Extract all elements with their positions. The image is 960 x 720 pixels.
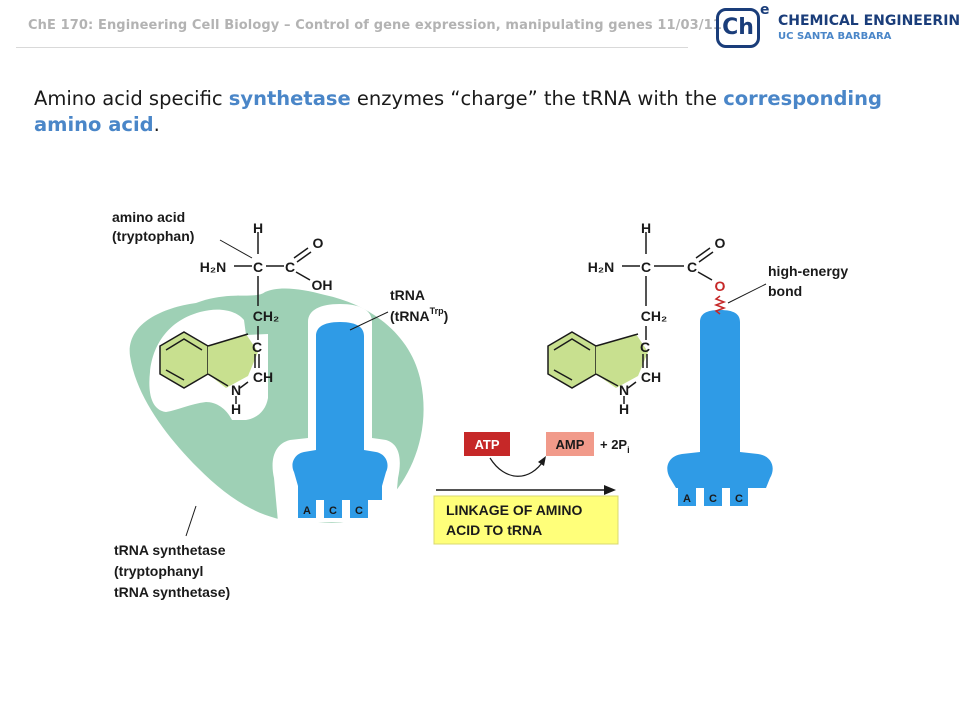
- anticodon-a-right: A: [683, 493, 691, 505]
- chem-ch-ring-right: CH: [641, 369, 661, 385]
- tryptophan-left: H H₂N C C O OH CH₂ C CH N H: [159, 220, 333, 417]
- chem-c-alpha-right: C: [641, 259, 651, 275]
- label-synthetase-2: (tryptophanyl: [114, 563, 203, 579]
- chem-o-double-right: O: [715, 235, 726, 251]
- label-trna-trp: (tRNATrp): [390, 306, 448, 324]
- label-amino-acid: amino acid: [112, 209, 185, 225]
- label-trna: tRNA: [390, 287, 425, 303]
- chem-n-ring-right: N: [619, 382, 629, 398]
- chem-h-top-right: H: [641, 220, 651, 236]
- logo-university: UC SANTA BARBARA: [778, 31, 892, 42]
- slide-header-title: ChE 170: Engineering Cell Biology – Cont…: [28, 18, 722, 33]
- diagram-labels: amino acid (tryptophan) tRNA (tRNATrp) t…: [112, 209, 848, 600]
- indole-pyrrole-ring-right: [596, 334, 648, 388]
- atp-amp-reaction: ATP AMP + 2Pi LINKAGE OF AMINO ACID TO t…: [433, 432, 630, 545]
- anticodon-c2-right: C: [735, 493, 743, 505]
- high-energy-bond-zigzag: [713, 295, 727, 315]
- chem-c-carboxyl-right: C: [687, 259, 697, 275]
- chem-c-ring-right: C: [640, 339, 650, 355]
- linkage-label-2: ACID TO tRNA: [446, 522, 542, 538]
- amp-box: [546, 432, 594, 456]
- atp-amp-arrowhead: [538, 456, 546, 466]
- trna-left: A C C: [292, 322, 388, 518]
- label-synthetase-1: tRNA synthetase: [114, 542, 226, 558]
- chem-c-ring-left: C: [252, 339, 262, 355]
- chem-h-nh-left: H: [231, 401, 241, 417]
- linkage-arrowhead: [604, 485, 616, 495]
- logo-department: CHEMICAL ENGINEERING: [778, 13, 960, 29]
- che-logo: Ch e CHEMICAL ENGINEERING UC SANTA BARBA…: [716, 2, 960, 52]
- atp-label: ATP: [474, 437, 499, 452]
- atp-box: [464, 432, 510, 456]
- amp-label: AMP: [556, 437, 585, 452]
- header-divider: [16, 47, 688, 48]
- chem-h-top-left: H: [253, 220, 263, 236]
- intro-highlight-synthetase: synthetase: [228, 87, 351, 110]
- intro-part2: enzymes “charge” the tRNA with the: [350, 87, 724, 110]
- label-high-energy: high-energy: [768, 263, 848, 279]
- trna-right: A C C: [667, 310, 773, 506]
- anticodon-c1-left: C: [329, 505, 337, 517]
- atp-to-amp-arrow: [489, 457, 545, 477]
- linkage-label-1: LINKAGE OF AMINO: [446, 502, 582, 518]
- intro-part3: .: [153, 113, 160, 136]
- chem-ch2-right: CH₂: [641, 308, 667, 324]
- tryptophan-right: H H₂N C C O O CH₂ C CH N H: [547, 220, 727, 417]
- linkage-box: [433, 495, 619, 545]
- phosphate-label: + 2Pi: [600, 437, 630, 455]
- chem-n-ring-left: N: [231, 382, 241, 398]
- chem-c-alpha-left: C: [253, 259, 263, 275]
- label-bond: bond: [768, 283, 802, 299]
- logo-superscript: e: [760, 2, 770, 18]
- anticodon-a-left: A: [303, 505, 311, 517]
- label-tryptophan: (tryptophan): [112, 228, 194, 244]
- anticodon-c2-left: C: [355, 505, 363, 517]
- chem-h2n-right: H₂N: [588, 259, 614, 275]
- intro-text: Amino acid specific synthetase enzymes “…: [34, 86, 914, 138]
- chem-o-left: O: [313, 235, 324, 251]
- label-synthetase-3: tRNA synthetase): [114, 584, 230, 600]
- benzene-inner-bonds-left: [165, 338, 203, 351]
- chem-ch-ring-left: CH: [253, 369, 273, 385]
- intro-highlight-amino-acid: corresponding amino acid: [34, 87, 882, 136]
- chem-ch2-left: CH₂: [253, 308, 279, 324]
- indole-pyrrole-ring-left: [208, 334, 258, 388]
- chem-h-nh-right: H: [619, 401, 629, 417]
- anticodon-c1-right: C: [709, 493, 717, 505]
- logo-mark: Ch: [716, 8, 760, 48]
- chem-o-ester-right: O: [715, 278, 726, 294]
- intro-part1: Amino acid specific: [34, 87, 229, 110]
- chem-oh-left: OH: [312, 277, 333, 293]
- chem-c-carboxyl-left: C: [285, 259, 295, 275]
- chem-h2n-left: H₂N: [200, 259, 226, 275]
